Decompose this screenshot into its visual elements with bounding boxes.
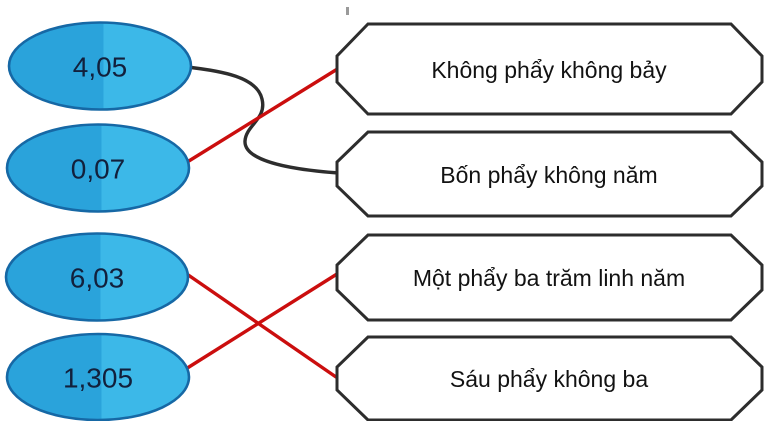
octagon-shape bbox=[335, 130, 764, 218]
decimal-oval-4-05[interactable]: 4,05 bbox=[7, 21, 193, 111]
word-box-khong-phay-khong-bay[interactable]: Không phẩy không bảy bbox=[335, 22, 764, 116]
decimal-oval-0-07[interactable]: 0,07 bbox=[5, 123, 191, 213]
box-label: Bốn phẩy không năm bbox=[440, 162, 657, 188]
decimal-oval-6-03[interactable]: 6,03 bbox=[4, 232, 190, 322]
connector-0-07-to-khong-phay-khong-bay bbox=[182, 66, 341, 166]
oval-shape bbox=[5, 123, 191, 213]
word-box-sau-phay-khong-ba[interactable]: Sáu phẩy không ba bbox=[335, 335, 764, 421]
oval-shape bbox=[5, 332, 191, 421]
octagon-shape bbox=[335, 233, 764, 322]
oval-value: 1,305 bbox=[63, 363, 133, 394]
scan-artifact bbox=[346, 7, 349, 15]
connector-1-305-to-mot-phay-ba-tram-linh-nam bbox=[179, 272, 339, 374]
octagon-shape bbox=[335, 22, 764, 116]
word-box-bon-phay-khong-nam[interactable]: Bốn phẩy không năm bbox=[335, 130, 764, 218]
connector-4-05-to-bon-phay-khong-nam bbox=[185, 65, 341, 175]
box-label: Một phẩy ba trăm linh năm bbox=[413, 265, 685, 291]
box-label: Không phẩy không bảy bbox=[431, 57, 667, 83]
decimal-oval-1-305[interactable]: 1,305 bbox=[5, 332, 191, 421]
oval-shape bbox=[7, 21, 193, 111]
box-label: Sáu phẩy không ba bbox=[450, 366, 648, 392]
oval-value: 0,07 bbox=[71, 154, 126, 185]
oval-shape bbox=[4, 232, 190, 322]
word-box-mot-phay-ba-tram-linh-nam[interactable]: Một phẩy ba trăm linh năm bbox=[335, 233, 764, 322]
oval-value: 6,03 bbox=[70, 263, 125, 294]
oval-value: 4,05 bbox=[73, 52, 128, 83]
octagon-shape bbox=[335, 335, 764, 421]
